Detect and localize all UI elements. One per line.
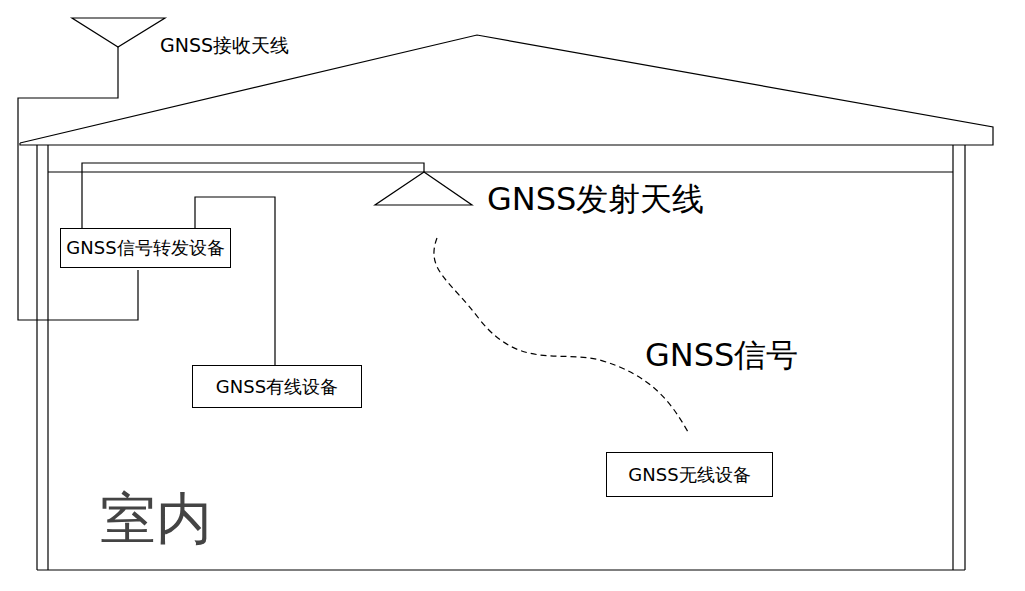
device-box: GNSS信号转发设备	[60, 228, 231, 268]
box-text: GNSS无线设备	[628, 463, 750, 487]
antenna-cable	[82, 163, 424, 228]
transmit-antenna	[375, 172, 472, 205]
receive-antenna	[72, 18, 165, 47]
part-label: GNSS信号	[643, 334, 800, 378]
ceiling	[48, 171, 953, 172]
antenna-cable	[18, 47, 138, 320]
box-text: GNSS有线设备	[216, 375, 338, 399]
device-box: GNSS无线设备	[606, 452, 773, 497]
wall	[36, 145, 37, 570]
room-label: 室内	[98, 482, 214, 558]
part-label: GNSS发射天线	[485, 178, 706, 222]
device-box: GNSS有线设备	[192, 365, 362, 408]
wall	[964, 145, 965, 570]
part-label: GNSS接收天线	[158, 33, 291, 59]
wall	[952, 145, 953, 570]
wall	[47, 145, 48, 570]
box-text: GNSS信号转发设备	[66, 236, 224, 260]
floor	[37, 569, 965, 570]
cable	[195, 197, 275, 365]
